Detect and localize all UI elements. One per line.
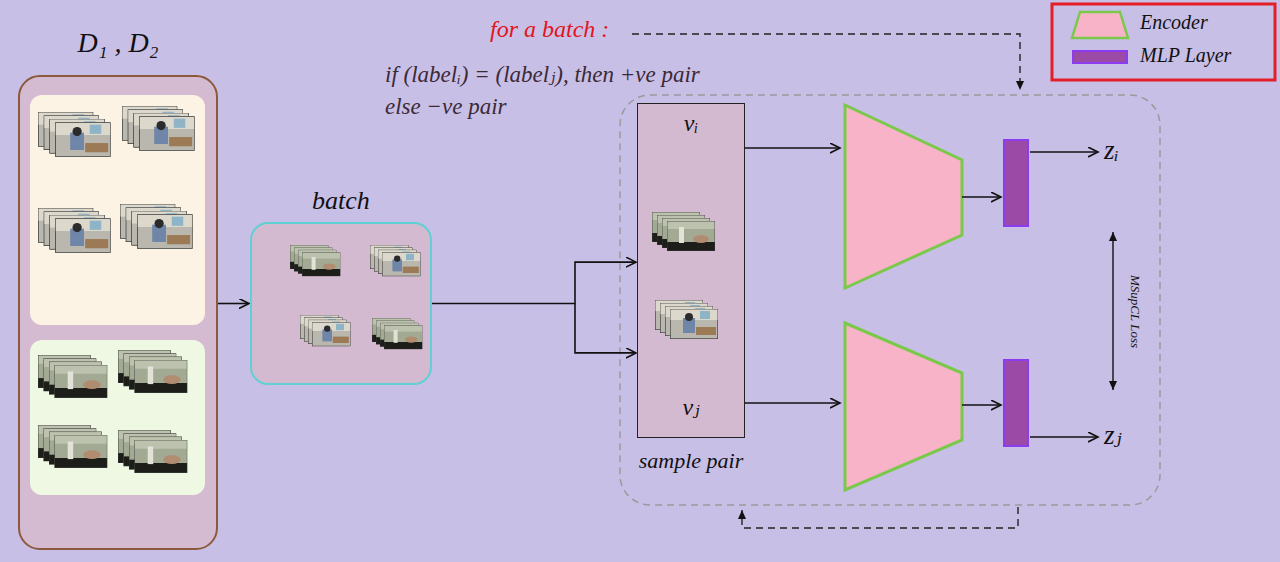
dataset-panel: D₁ , D₂ (18, 75, 218, 550)
box-caption: sample pair (578, 448, 804, 473)
legend-swatch (1072, 50, 1128, 64)
pair-rule: if (labelᵢ) = (labelⱼ), then +ve pair (385, 62, 700, 88)
batch-panel: batch (250, 222, 432, 385)
connector-line (218, 303, 249, 305)
legend-text: Encoder (1140, 11, 1208, 34)
connector-line (575, 304, 636, 353)
legend-text: MLP Layer (1140, 44, 1231, 67)
batch-note: for a batch : (490, 16, 609, 44)
panel-heading: D₁ , D₂ (0, 27, 276, 59)
embedding-label: zⱼ (1104, 420, 1122, 451)
sample-pair-box: vᵢvⱼsample pair (637, 103, 745, 438)
pair-rule: else −ve pair (385, 94, 507, 120)
vector-label: vⱼ (578, 394, 804, 422)
loss-label: MSupCL Loss (1128, 274, 1143, 347)
vector-label: vᵢ (578, 110, 804, 138)
flow-arrow (218, 303, 249, 304)
embedding-label: zᵢ (1104, 135, 1119, 166)
panel-heading: batch (192, 186, 490, 216)
flow-arrow (432, 262, 636, 353)
connector-line (432, 262, 636, 303)
